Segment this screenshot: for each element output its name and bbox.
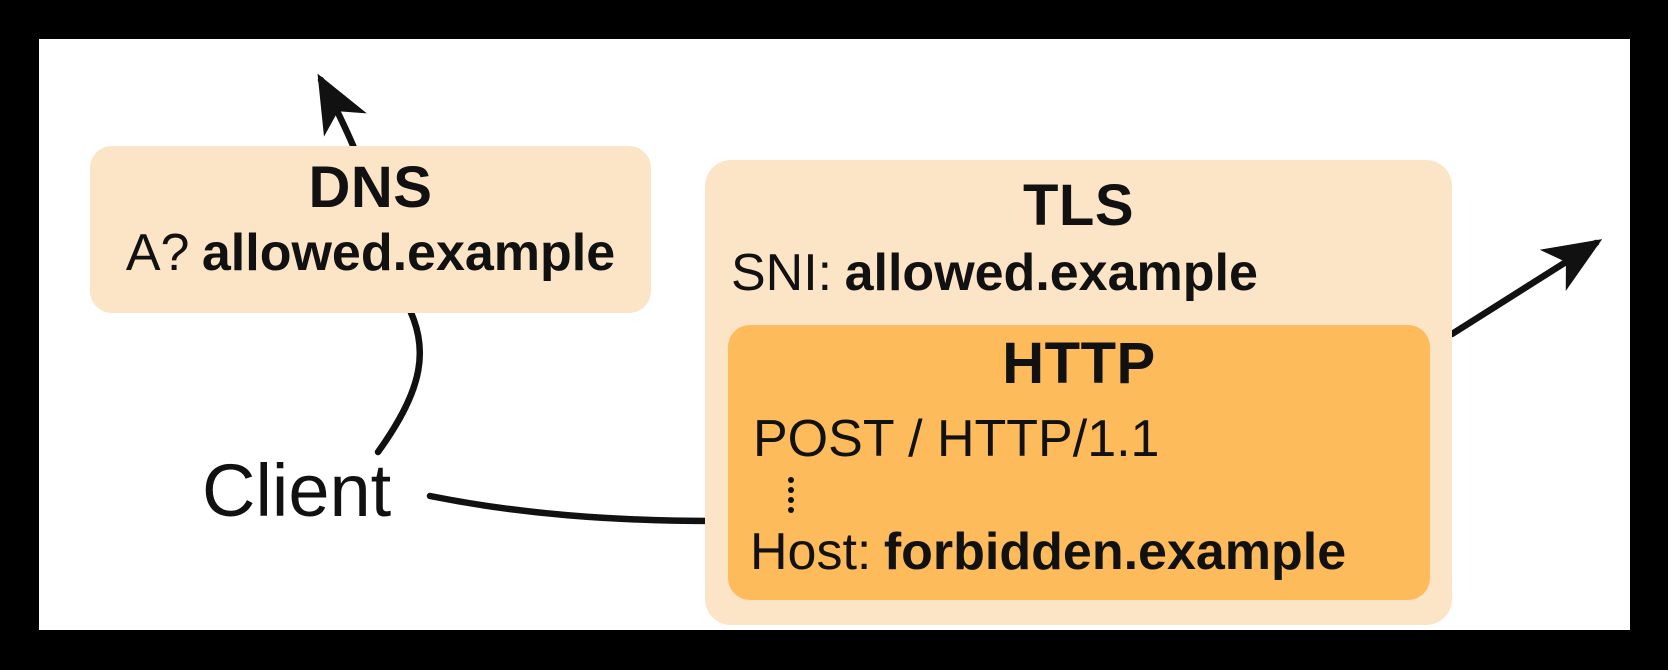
tls-sni-domain: allowed.example xyxy=(844,244,1258,302)
http-box-title: HTTP xyxy=(1002,331,1156,396)
ellipsis-dot xyxy=(788,477,794,483)
dns-box: DNS A?allowed.example xyxy=(90,146,651,313)
ellipsis-dot xyxy=(788,487,794,493)
client-label: Client xyxy=(202,449,392,532)
ellipsis-dot xyxy=(788,507,794,513)
tls-sni-line: SNI:allowed.example xyxy=(705,242,1452,304)
tls-sni-label: SNI: xyxy=(731,244,833,302)
http-box: HTTP POST / HTTP/1.1 Host:forbidden.exam… xyxy=(728,325,1430,600)
tls-box: TLS SNI:allowed.example HTTP POST / HTTP… xyxy=(705,160,1452,625)
tls-box-title: TLS xyxy=(1022,173,1135,238)
dns-box-title: DNS xyxy=(308,155,433,220)
ellipsis-dot xyxy=(788,497,794,503)
dns-query-line: A?allowed.example xyxy=(90,222,651,284)
vertical-ellipsis-icon xyxy=(788,477,1430,515)
http-host-line: Host:forbidden.example xyxy=(728,523,1430,581)
dns-query-domain: allowed.example xyxy=(201,224,616,282)
http-host-domain: forbidden.example xyxy=(883,523,1347,581)
dns-query-type: A? xyxy=(125,224,190,282)
http-host-label: Host: xyxy=(750,523,872,581)
http-request-line: POST / HTTP/1.1 xyxy=(753,410,1160,468)
